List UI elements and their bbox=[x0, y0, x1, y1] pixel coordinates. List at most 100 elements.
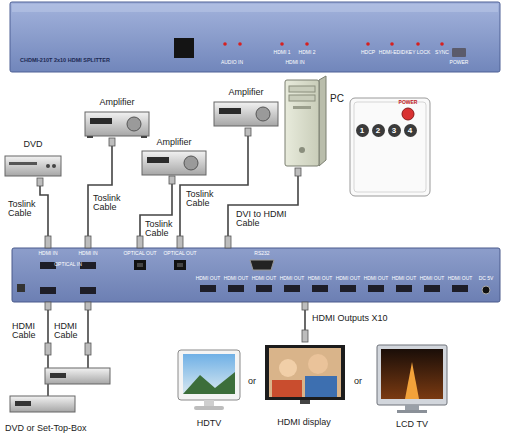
cable-plug bbox=[45, 343, 51, 355]
port-label: HDMI OUT bbox=[420, 276, 445, 281]
amplifier-body bbox=[85, 112, 149, 136]
device-label: LCD TV bbox=[368, 420, 456, 429]
hdmi-port bbox=[200, 285, 216, 292]
photo-shirt bbox=[305, 376, 337, 397]
optical-port bbox=[174, 260, 186, 270]
volume-knob bbox=[127, 117, 141, 131]
remote-bezel bbox=[354, 102, 426, 192]
port-label: HDMI OUT bbox=[224, 276, 249, 281]
port-label: HDMI OUT bbox=[308, 276, 333, 281]
port-label: OPTICAL IN bbox=[54, 262, 82, 267]
amplifier-display bbox=[147, 157, 169, 163]
cable-plug bbox=[177, 236, 183, 248]
led bbox=[440, 42, 444, 46]
cable-label: HDMI Outputs X10 bbox=[312, 314, 388, 323]
device-button bbox=[46, 164, 50, 168]
amplifier-body bbox=[214, 102, 278, 126]
panel-label: HDMI-EDID bbox=[379, 50, 405, 55]
optical-port-inner bbox=[177, 263, 183, 267]
panel-label: POWER bbox=[450, 60, 469, 65]
device-display bbox=[50, 373, 66, 378]
cable-plug bbox=[109, 138, 115, 146]
hdmi-port bbox=[228, 285, 244, 292]
monitor-screen bbox=[183, 354, 235, 394]
cable-connector bbox=[40, 178, 48, 248]
tv-base bbox=[397, 410, 427, 413]
led bbox=[366, 42, 370, 46]
led bbox=[390, 42, 394, 46]
hdmi-port bbox=[452, 285, 468, 292]
led bbox=[280, 42, 284, 46]
pc-power-button bbox=[299, 147, 305, 153]
device-foot bbox=[141, 136, 147, 138]
port-label: OPTICAL OUT bbox=[163, 251, 196, 256]
disc-tray bbox=[9, 162, 37, 165]
port-label: HDMI OUT bbox=[336, 276, 361, 281]
panel-label: SYNC bbox=[435, 50, 449, 55]
hdmi-port bbox=[40, 287, 56, 294]
display-photo bbox=[269, 348, 341, 397]
device-label: PC bbox=[330, 94, 344, 105]
device-label: Amplifier bbox=[138, 138, 210, 147]
hdmi-port bbox=[368, 285, 384, 292]
device-label: DVD bbox=[3, 140, 63, 149]
hdmi-port bbox=[284, 285, 300, 292]
hdmi-port bbox=[40, 262, 56, 269]
photo-face bbox=[308, 354, 328, 374]
port-label: RS232 bbox=[254, 251, 269, 256]
port-label: OPTICAL OUT bbox=[123, 251, 156, 256]
dc-jack bbox=[482, 286, 490, 294]
amplifier: Amplifier bbox=[82, 98, 152, 138]
cable-plug bbox=[245, 128, 251, 136]
hdmi-display: HDMI display bbox=[258, 342, 350, 432]
cable-plug bbox=[137, 236, 143, 248]
amplifier: Amplifier bbox=[138, 138, 210, 176]
remote-label: 3 bbox=[388, 124, 401, 137]
device-foot bbox=[87, 136, 93, 138]
led bbox=[223, 42, 227, 46]
cable-connector bbox=[228, 168, 298, 248]
volume-knob bbox=[256, 107, 270, 121]
panel-label: KEY LOCK bbox=[406, 50, 431, 55]
device-label: HDMI display bbox=[258, 418, 350, 427]
hdmi-port bbox=[340, 285, 356, 292]
remote-label: 4 bbox=[404, 124, 417, 137]
cable-connector bbox=[47, 302, 49, 355]
panel-label: HDMI 2 bbox=[299, 50, 316, 55]
monitor-base bbox=[194, 406, 224, 410]
led bbox=[238, 42, 242, 46]
remote-power-button bbox=[402, 108, 414, 120]
cable-plug bbox=[295, 168, 301, 176]
hdtv: HDTV bbox=[172, 345, 246, 433]
front-panel: CHDMI-210T 2x10 HDMI SPLITTERHDMI 1HDMI … bbox=[10, 2, 500, 72]
cable-label: Toslink Cable bbox=[186, 190, 220, 209]
pc-side bbox=[319, 76, 326, 166]
cable-plug bbox=[85, 302, 91, 310]
drive-bay bbox=[289, 95, 315, 101]
floppy-slot bbox=[293, 106, 311, 109]
device-display bbox=[15, 401, 31, 406]
cable-connector bbox=[87, 302, 89, 355]
tv-screen bbox=[381, 349, 443, 399]
connector-word: or bbox=[248, 376, 256, 386]
device-button bbox=[52, 164, 56, 168]
dvd-player bbox=[5, 156, 61, 176]
device-label: DVD or Set-Top-Box bbox=[5, 424, 121, 433]
cable-plug bbox=[45, 236, 51, 248]
led bbox=[305, 42, 309, 46]
port-label: HDMI OUT bbox=[252, 276, 277, 281]
cable-plug bbox=[225, 236, 231, 248]
device-label: Amplifier bbox=[210, 88, 282, 97]
ir-window bbox=[174, 38, 194, 58]
rear-panel bbox=[12, 248, 500, 302]
pc: PC bbox=[282, 78, 345, 168]
cable-label: Toslink Cable bbox=[93, 194, 127, 213]
source-devices: DVD or Set-Top-Box bbox=[2, 355, 120, 435]
port-label: HDMI OUT bbox=[364, 276, 389, 281]
hdmi-port bbox=[312, 285, 328, 292]
tv-frame bbox=[377, 345, 447, 405]
amplifier-display bbox=[90, 118, 112, 124]
panel-label: HDMI IN bbox=[285, 60, 304, 65]
device-label: Amplifier bbox=[82, 98, 152, 107]
photo-face bbox=[279, 359, 297, 377]
